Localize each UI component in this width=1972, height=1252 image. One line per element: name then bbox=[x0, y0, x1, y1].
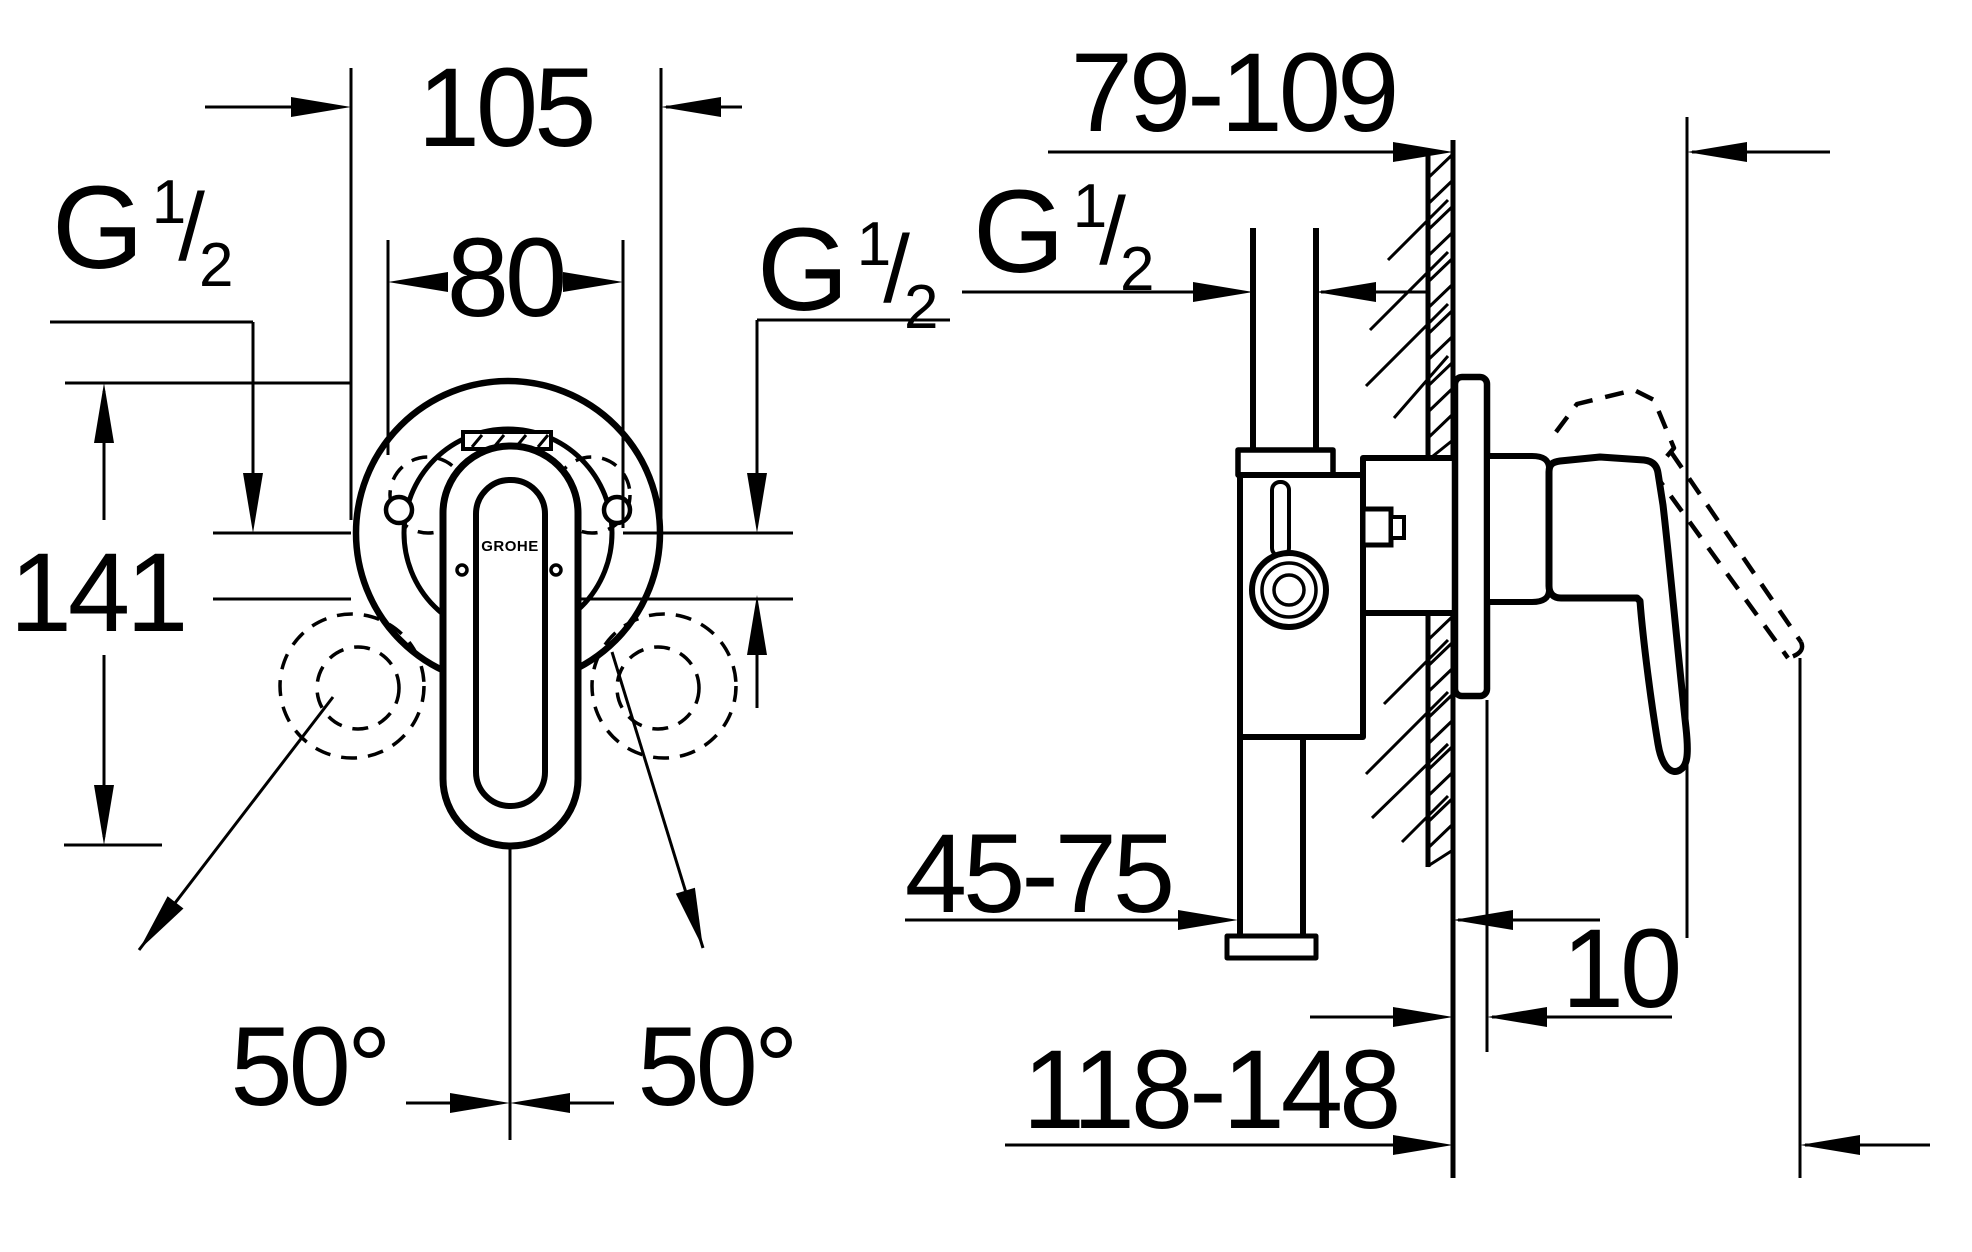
front-port-mid bbox=[1260, 561, 1318, 619]
dim-79-109-label: 79-109 bbox=[1071, 30, 1396, 155]
swing-loop-inner-left bbox=[315, 645, 401, 731]
dim-arrow bbox=[1178, 910, 1238, 930]
leader-arrow bbox=[747, 473, 767, 533]
dim-50-right-label: 50° bbox=[637, 1004, 794, 1129]
lever-handle-side bbox=[1545, 453, 1691, 775]
dim-45-75: 45-75 bbox=[905, 811, 1600, 936]
outlet-pipe bbox=[1237, 737, 1306, 936]
cartridge-housing-side bbox=[1484, 453, 1552, 605]
leader-arrow bbox=[1193, 282, 1253, 302]
front-port-inner bbox=[1272, 573, 1306, 607]
dim-79-109: 79-109 bbox=[1048, 30, 1830, 938]
dim-50-right: 50° bbox=[610, 651, 799, 1129]
dim-arrow bbox=[94, 383, 114, 443]
handle-dot-right bbox=[549, 563, 563, 577]
dim-105-label: 105 bbox=[418, 45, 593, 170]
dim-118-148-label: 118-148 bbox=[1023, 1027, 1398, 1152]
dim-arrow bbox=[1800, 1135, 1860, 1155]
dim-arrow bbox=[1487, 1007, 1547, 1027]
dim-arrow bbox=[1687, 142, 1747, 162]
angle-arrow bbox=[510, 1093, 570, 1113]
dim-arrow bbox=[131, 896, 184, 957]
right-port-screw bbox=[601, 494, 633, 526]
handle-dot-left bbox=[455, 563, 469, 577]
side-view bbox=[1224, 140, 1805, 1178]
pipe-flange bbox=[1235, 447, 1336, 478]
angle-arrow bbox=[450, 1093, 510, 1113]
front-view: GROHE bbox=[213, 377, 793, 850]
escutcheon-side bbox=[1451, 373, 1491, 700]
dim-arrow bbox=[1393, 1135, 1453, 1155]
brand-logo: GROHE bbox=[481, 538, 539, 555]
swing-loop-lower-right bbox=[590, 612, 738, 760]
leader-arrow bbox=[1316, 282, 1376, 302]
outlet-flange bbox=[1224, 933, 1319, 961]
set-screw bbox=[1389, 515, 1406, 540]
supply-pipe bbox=[1250, 228, 1319, 450]
dim-arrow bbox=[388, 272, 448, 292]
dim-arrow bbox=[1393, 1007, 1453, 1027]
dim-50-left-label: 50° bbox=[230, 1004, 387, 1129]
swing-loop-lower-left bbox=[278, 612, 426, 760]
dim-arrow bbox=[1453, 910, 1513, 930]
dim-arrow bbox=[1393, 142, 1453, 162]
dim-arrow bbox=[291, 97, 351, 117]
leader-arrow bbox=[747, 595, 767, 655]
loop-handle-inner bbox=[473, 477, 548, 809]
dim-80-label: 80 bbox=[447, 215, 564, 340]
dim-105: 105 bbox=[205, 45, 742, 520]
leader-arrow bbox=[243, 473, 263, 533]
dim-45-75-label: 45-75 bbox=[905, 811, 1171, 936]
dim-arrow bbox=[94, 785, 114, 845]
swing-loop-inner-right bbox=[615, 645, 701, 731]
valve-pin bbox=[1270, 480, 1291, 558]
side-stub bbox=[1360, 506, 1394, 548]
dim-10: 10 bbox=[1310, 700, 1682, 1052]
dim-141-label: 141 bbox=[10, 530, 185, 655]
left-port-screw bbox=[383, 494, 415, 526]
dim-80: 80 bbox=[386, 215, 625, 528]
swing-angle-pointer bbox=[406, 846, 614, 1140]
dim-arrow bbox=[563, 272, 623, 292]
dim-141: 141 bbox=[10, 381, 352, 847]
dim-arrow bbox=[675, 887, 713, 951]
dim-arrow bbox=[661, 97, 721, 117]
dim-118-148: 118-148 bbox=[1005, 658, 1930, 1178]
dim-10-label: 10 bbox=[1562, 906, 1679, 1031]
dim-50-left: 50° bbox=[131, 696, 392, 1129]
